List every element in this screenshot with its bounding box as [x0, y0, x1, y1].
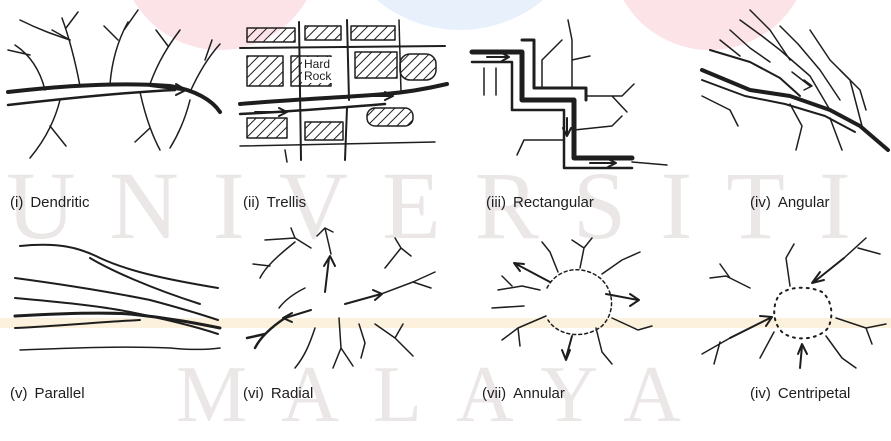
- rock-label: Rock: [304, 70, 331, 82]
- annular-ring: [547, 270, 612, 335]
- panel-centripetal: (iv) Centripetal: [690, 228, 891, 412]
- caption-number: (vii): [482, 385, 506, 402]
- caption-centripetal: (iv) Centripetal: [750, 385, 850, 402]
- caption-label: Annular: [513, 385, 565, 402]
- caption-label: Rectangular: [513, 194, 594, 211]
- centripetal-drainage-diagram: [690, 228, 891, 373]
- caption-number: (iv): [750, 194, 771, 211]
- dendritic-drainage-diagram: [0, 0, 225, 165]
- caption-label: Radial: [271, 385, 314, 402]
- caption-number: (v): [10, 385, 28, 402]
- caption-angular: (iv) Angular: [750, 194, 830, 211]
- panel-annular: (vii) Annular: [462, 228, 677, 412]
- panel-radial: (vi) Radial: [235, 228, 450, 412]
- hard-rock-label: Hard Rock: [302, 57, 333, 83]
- caption-number: (iii): [486, 194, 506, 211]
- panel-dendritic: (i) Dendritic: [0, 0, 225, 225]
- caption-number: (i): [10, 194, 23, 211]
- panel-rectangular: (iii) Rectangular: [462, 0, 677, 225]
- panel-angular: (iv) Angular: [690, 0, 891, 225]
- rectangular-drainage-diagram: [462, 0, 677, 175]
- caption-trellis: (ii) Trellis: [243, 194, 306, 211]
- caption-dendritic: (i) Dendritic: [10, 194, 90, 211]
- caption-label: Parallel: [35, 385, 85, 402]
- caption-parallel: (v) Parallel: [10, 385, 85, 402]
- caption-radial: (vi) Radial: [243, 385, 313, 402]
- centripetal-basin-edge: [774, 288, 831, 339]
- caption-label: Dendritic: [30, 194, 89, 211]
- annular-drainage-diagram: [462, 228, 677, 373]
- caption-number: (ii): [243, 194, 260, 211]
- parallel-channel: [20, 245, 218, 288]
- caption-label: Centripetal: [778, 385, 851, 402]
- caption-number: (vi): [243, 385, 264, 402]
- caption-annular: (vii) Annular: [482, 385, 565, 402]
- angular-drainage-diagram: [690, 0, 891, 170]
- caption-rectangular: (iii) Rectangular: [486, 194, 594, 211]
- panel-parallel: (v) Parallel: [0, 228, 225, 412]
- caption-label: Angular: [778, 194, 830, 211]
- hard-rock-block: [247, 28, 295, 42]
- caption-number: (iv): [750, 385, 771, 402]
- caption-label: Trellis: [267, 194, 306, 211]
- parallel-drainage-diagram: [0, 228, 225, 368]
- radial-drainage-diagram: [235, 228, 450, 373]
- panel-trellis: Hard Rock (ii) Trellis: [235, 0, 450, 225]
- trellis-drainage-diagram: [235, 0, 450, 165]
